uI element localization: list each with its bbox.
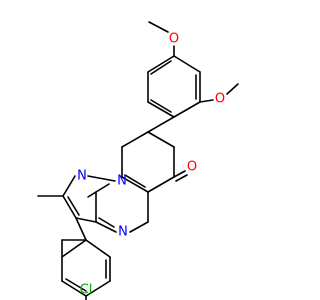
ketone-group — [173, 170, 188, 182]
oxygen-label-top-methoxy: O — [169, 32, 179, 47]
bond — [61, 239, 87, 258]
bond — [147, 176, 175, 193]
oxygen-label-side-methoxy: O — [215, 92, 225, 107]
bond — [95, 221, 117, 233]
bond — [98, 217, 115, 228]
bond — [75, 217, 97, 223]
bond — [65, 278, 87, 292]
bond — [95, 183, 110, 193]
bond — [226, 83, 239, 95]
bond — [62, 175, 76, 197]
molecule-structure: O O O N N N Cl — [37, 21, 239, 300]
bond — [85, 239, 111, 258]
bond — [85, 280, 111, 297]
bond — [173, 55, 201, 73]
bond — [67, 196, 80, 216]
nitrogen-label-pyrazole-1: N — [117, 174, 127, 189]
bond — [148, 21, 169, 33]
bond — [147, 131, 175, 148]
bond — [150, 99, 172, 113]
bond — [147, 101, 175, 118]
bond — [87, 175, 116, 182]
bond — [121, 176, 149, 193]
chlorine-label: Cl — [80, 283, 93, 298]
oxygen-label-ketone: O — [187, 160, 197, 175]
bond — [62, 195, 77, 219]
bond — [175, 174, 188, 182]
dimethoxyphenyl-ring — [147, 55, 201, 118]
bond — [147, 116, 175, 133]
methoxy-groups — [148, 21, 239, 103]
nitrogen-label-pyrazole-2: N — [77, 169, 87, 184]
bond — [75, 217, 87, 241]
pyrazole-ring — [62, 175, 116, 223]
bond — [124, 174, 146, 188]
bond — [121, 131, 149, 148]
nitrogen-label-pyrimidine: N — [118, 225, 128, 240]
cyclohexenone-ring — [121, 116, 175, 193]
bond — [173, 101, 201, 118]
molecule-diagram: O O O N N N Cl — [37, 21, 239, 300]
bond — [129, 221, 149, 233]
bond — [150, 60, 172, 75]
bond — [87, 191, 97, 198]
pyrimidine-ring — [95, 183, 149, 233]
bond — [61, 280, 87, 297]
chlorophenyl-ring — [61, 217, 111, 297]
bond — [199, 99, 214, 103]
bond — [173, 170, 186, 178]
bond — [147, 55, 175, 73]
